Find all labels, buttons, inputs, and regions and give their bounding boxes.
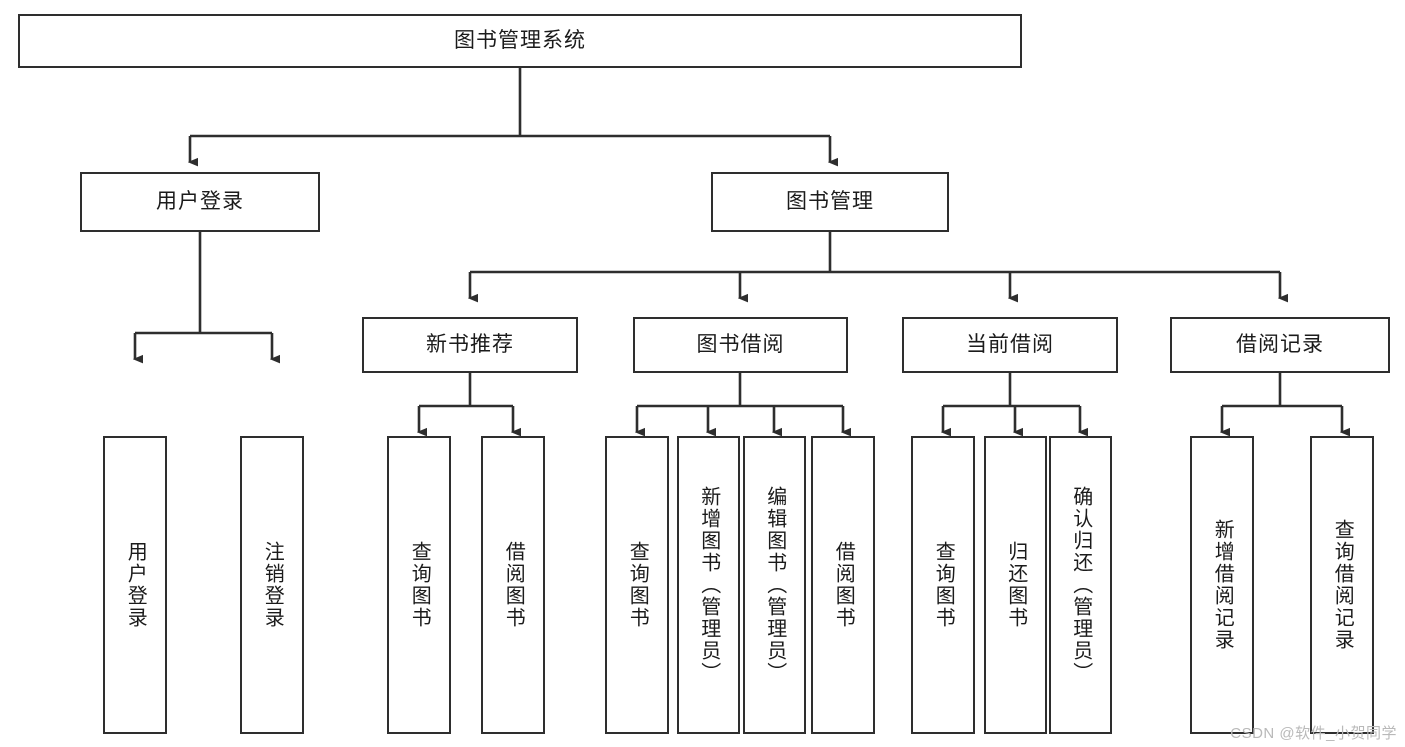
node-label: 借阅图书	[502, 541, 525, 629]
node-label: 编辑图书（管理员）	[763, 486, 786, 684]
node-new-book-recommend[interactable]: 新书推荐	[362, 317, 578, 373]
node-label: 查询图书	[408, 541, 431, 629]
node-label: 新增图书（管理员）	[697, 486, 720, 684]
node-label: 用户登录	[156, 189, 244, 213]
leaf-currentborrow-query-book[interactable]: 查询图书	[911, 436, 975, 734]
node-label: 确认归还（管理员）	[1069, 486, 1092, 684]
leaf-user-logout[interactable]: 注销登录	[240, 436, 304, 734]
node-label: 归还图书	[1004, 541, 1027, 629]
node-label: 图书借阅	[696, 332, 785, 356]
watermark-text: CSDN @软件_小贺同学	[1230, 725, 1397, 742]
node-label: 新增借阅记录	[1211, 519, 1234, 651]
node-label: 当前借阅	[966, 332, 1054, 356]
leaf-bookborrow-borrow-book[interactable]: 借阅图书	[811, 436, 875, 734]
node-label: 图书管理	[786, 189, 874, 213]
node-book-borrow[interactable]: 图书借阅	[633, 317, 848, 373]
node-label: 查询借阅记录	[1331, 519, 1354, 651]
leaf-bookborrow-add-book[interactable]: 新增图书（管理员）	[677, 436, 740, 734]
node-root[interactable]: 图书管理系统	[18, 14, 1022, 68]
leaf-user-login[interactable]: 用户登录	[103, 436, 167, 734]
node-label: 借阅图书	[832, 541, 855, 629]
leaf-currentborrow-confirm-return[interactable]: 确认归还（管理员）	[1049, 436, 1112, 734]
node-label: 借阅记录	[1236, 332, 1324, 356]
leaf-recommend-query-book[interactable]: 查询图书	[387, 436, 451, 734]
leaf-borrowrecord-query[interactable]: 查询借阅记录	[1310, 436, 1374, 734]
node-book-manage[interactable]: 图书管理	[711, 172, 949, 232]
leaf-bookborrow-query-book[interactable]: 查询图书	[605, 436, 669, 734]
node-label: 用户登录	[124, 541, 147, 629]
node-current-borrow[interactable]: 当前借阅	[902, 317, 1118, 373]
leaf-bookborrow-edit-book[interactable]: 编辑图书（管理员）	[743, 436, 806, 734]
leaf-currentborrow-return-book[interactable]: 归还图书	[984, 436, 1047, 734]
leaf-borrowrecord-add[interactable]: 新增借阅记录	[1190, 436, 1254, 734]
node-label: 注销登录	[261, 541, 284, 629]
node-label: 图书管理系统	[454, 28, 586, 52]
leaf-recommend-borrow-book[interactable]: 借阅图书	[481, 436, 545, 734]
node-label: 查询图书	[932, 541, 955, 629]
node-label: 新书推荐	[426, 332, 514, 356]
node-borrow-record[interactable]: 借阅记录	[1170, 317, 1390, 373]
node-user-login[interactable]: 用户登录	[80, 172, 320, 232]
node-label: 查询图书	[626, 541, 649, 629]
